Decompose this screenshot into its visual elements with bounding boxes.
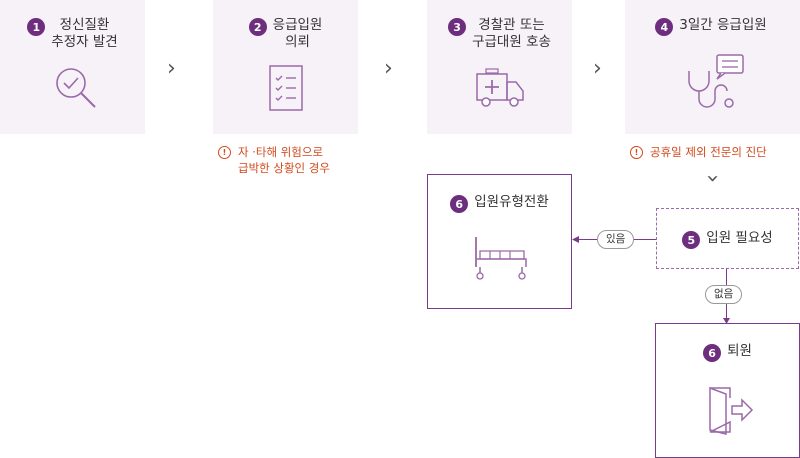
step-4-box: 4 3일간 응급입원 xyxy=(625,0,800,134)
step-4-note: ! 공휴일 제외 전문의 진단 xyxy=(630,144,767,160)
hospital-bed-icon xyxy=(475,237,527,280)
chevron-right-icon: › xyxy=(384,56,393,81)
step-3-title-line1: 경찰관 또는 xyxy=(478,17,545,33)
step-6-discharge-box: 6 퇴원 xyxy=(655,323,800,458)
step-1-title-line1: 정신질환 xyxy=(59,17,110,33)
step-2-note-line1: 자 ·타해 위험으로 xyxy=(238,145,324,159)
step-2-note-line2: 급박한 상황인 경우 xyxy=(238,161,330,175)
arrow-down-icon xyxy=(723,318,730,324)
stethoscope-chat-icon xyxy=(688,54,744,108)
arrow-left-icon xyxy=(572,236,579,243)
step-4-number: 4 xyxy=(655,18,674,36)
step-6-transfer-number: 6 xyxy=(450,195,469,213)
checklist-document-icon xyxy=(269,65,303,111)
step-2-box: 2 응급입원 의뢰 xyxy=(213,0,358,134)
step-6-discharge-number: 6 xyxy=(703,344,722,362)
step-4-title: 3일간 응급입원 xyxy=(679,17,767,33)
step-5-title: 입원 필요성 xyxy=(706,230,773,246)
chevron-down-icon: › xyxy=(699,174,725,183)
step-1-number: 1 xyxy=(27,18,46,36)
step-3-box: 3 경찰관 또는 구급대원 호송 xyxy=(427,0,572,134)
warning-icon: ! xyxy=(630,146,643,159)
no-label: 없음 xyxy=(705,285,743,304)
step-6-transfer-box: 6 입원유형전환 xyxy=(427,174,572,309)
step-3-number: 3 xyxy=(448,18,467,36)
step-3-title-line2: 구급대원 호송 xyxy=(472,34,551,50)
step-6-transfer-title: 입원유형전환 xyxy=(474,194,549,210)
step-4-note-text: 공휴일 제외 전문의 진단 xyxy=(650,145,767,159)
step-2-title-line1: 응급입원 xyxy=(272,17,323,33)
chevron-right-icon: › xyxy=(593,56,602,81)
step-2-title-line2: 의뢰 xyxy=(285,34,310,50)
ambulance-icon xyxy=(476,68,524,107)
step-5-box: 5 입원 필요성 xyxy=(656,208,799,269)
exit-door-icon xyxy=(709,386,754,435)
step-1-title-line2: 추정자 발견 xyxy=(51,34,118,50)
step-5-number: 5 xyxy=(682,231,701,249)
step-6-discharge-title: 퇴원 xyxy=(727,343,752,359)
step-2-note: ! 자 ·타해 위험으로 급박한 상황인 경우 xyxy=(218,144,330,176)
step-2-number: 2 xyxy=(248,18,267,36)
warning-icon: ! xyxy=(218,146,231,159)
chevron-right-icon: › xyxy=(167,56,176,81)
yes-label: 있음 xyxy=(597,230,635,249)
step-1-box: 1 정신질환 추정자 발견 xyxy=(0,0,145,134)
magnifier-check-icon xyxy=(56,68,96,108)
